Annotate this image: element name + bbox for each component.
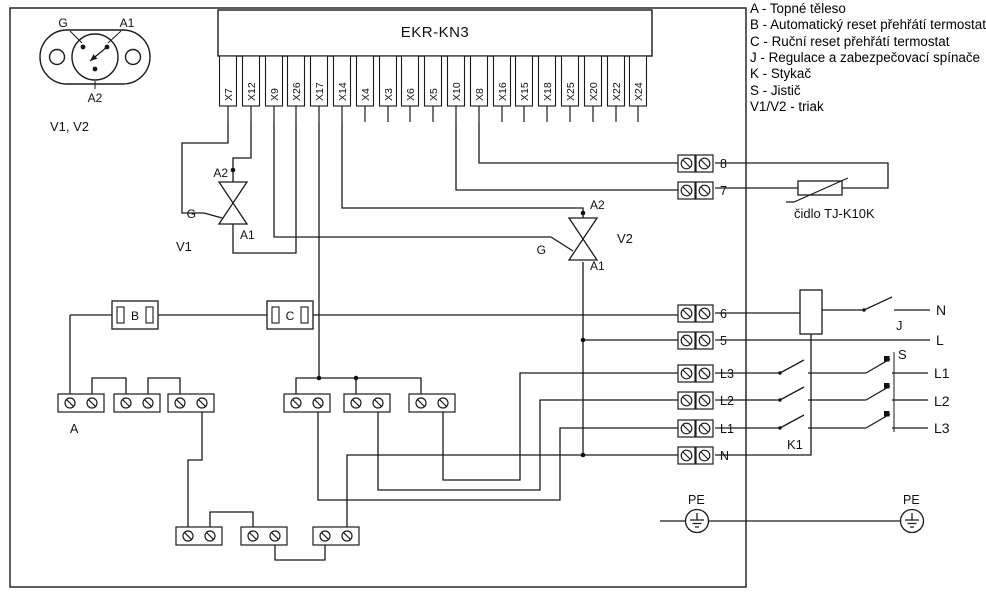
- pe-earth-right: [899, 508, 925, 534]
- terminal-label: X25: [565, 82, 577, 101]
- line-l2-label: L2: [934, 393, 950, 409]
- io-terminal-label: N: [720, 449, 729, 463]
- package-pin-a2-label: A2: [88, 91, 103, 105]
- legend-item: K - Stykač: [750, 66, 812, 82]
- terminal-label: X17: [314, 82, 326, 101]
- terminal-label: X12: [246, 82, 258, 101]
- package-pin-a1-label: A1: [120, 16, 135, 30]
- io-terminal-label: L2: [720, 394, 734, 408]
- io-terminal-label: L3: [720, 367, 734, 381]
- terminal-strip: [218, 55, 648, 107]
- regulator-j-box: [799, 289, 823, 335]
- io-terminal-label: 7: [720, 184, 727, 198]
- legend-item: A - Topné těleso: [750, 1, 846, 16]
- terminal-label: X5: [428, 88, 440, 101]
- triac-v2-name: V2: [617, 231, 633, 246]
- contactor-k1-label: K1: [787, 437, 803, 452]
- heater-blocks: [57, 393, 456, 546]
- junction-dots: [230, 167, 866, 458]
- line-l3-label: L3: [934, 420, 950, 436]
- terminal-label: X9: [269, 88, 281, 101]
- legend-item: J - Regulace a zabezpečovací spínače: [750, 50, 981, 66]
- triac-v1-name: V1: [176, 239, 192, 254]
- legend-item: C - Ruční reset přehřátí termostat: [750, 33, 950, 49]
- terminal-label: X15: [519, 82, 531, 101]
- terminal-label: X22: [611, 82, 623, 101]
- terminal-label: X6: [405, 88, 417, 101]
- regulator-j-label: J: [896, 318, 903, 333]
- terminal-label: X24: [633, 82, 645, 101]
- line-n-label: N: [936, 302, 946, 318]
- legend-item: S - Jistič: [750, 82, 801, 98]
- io-terminal-label: 6: [720, 307, 727, 321]
- terminal-label: X10: [451, 82, 463, 101]
- pe-right-label: PE: [903, 493, 920, 507]
- line-l1-label: L1: [934, 365, 950, 381]
- thermostat-b: B: [111, 300, 159, 330]
- breaker-s-squares: [884, 356, 890, 417]
- triac-v1-a1-label: A1: [240, 228, 255, 242]
- terminal-label: X8: [474, 88, 486, 101]
- sensor-symbol: [786, 177, 849, 203]
- breaker-s-label: S: [898, 347, 907, 362]
- terminal-label: X20: [588, 82, 600, 101]
- heater-label: A: [70, 422, 79, 436]
- terminal-label: X3: [383, 88, 395, 101]
- io-terminal-label: 8: [720, 157, 727, 171]
- terminal-label: X14: [337, 82, 349, 101]
- legend: A - Topné těleso B - Automatický reset p…: [750, 1, 986, 115]
- legend-item: V1/V2 - triak: [750, 99, 824, 115]
- triac-v1-g-label: G: [187, 207, 196, 221]
- terminal-label: X16: [497, 82, 509, 101]
- controller-title: EKR-KN3: [401, 24, 470, 41]
- triac-v2-a2-label: A2: [590, 198, 605, 212]
- triac-v1: [217, 181, 249, 225]
- triac-v2-a1-label: A1: [590, 259, 605, 273]
- package-caption: V1, V2: [50, 119, 89, 134]
- thermostat-b-label: B: [131, 309, 139, 323]
- thermostat-c-label: C: [286, 309, 295, 323]
- enclosure-border: [9, 7, 747, 588]
- triac-v2: [567, 217, 599, 261]
- thermostat-c: C: [266, 300, 314, 330]
- sensor-label: čidlo TJ-K10K: [794, 206, 875, 221]
- legend-item: B - Automatický reset přehřátí termostat: [750, 17, 986, 33]
- triac-v1-a2-label: A2: [213, 166, 228, 180]
- io-terminal-label: L1: [720, 422, 734, 436]
- terminal-pin-stubs: [227, 106, 639, 122]
- pe-left-label: PE: [688, 493, 705, 507]
- terminal-label: X26: [291, 82, 303, 101]
- triac-v2-g-label: G: [537, 243, 546, 257]
- controller-box: EKR-KN3 X7 X12 X9 X26 X17 X14 X4 X3 X6 X…: [217, 9, 653, 107]
- pe-earth-left: [684, 508, 710, 534]
- io-terminal-label: 5: [720, 334, 727, 348]
- terminal-label: X4: [360, 88, 372, 101]
- heater-screws: [64, 397, 449, 542]
- terminal-label: X7: [223, 88, 235, 101]
- package-pin-g-label: G: [58, 16, 67, 30]
- triac-package: [39, 29, 151, 89]
- terminal-labels: X7 X12 X9 X26 X17 X14 X4 X3 X6 X5 X10 X8…: [223, 82, 645, 101]
- terminal-label: X18: [542, 82, 554, 101]
- line-l-label: L: [936, 332, 944, 348]
- io-terminal-labels: 8 7 6 5 L3 L2 L1 N: [720, 157, 734, 463]
